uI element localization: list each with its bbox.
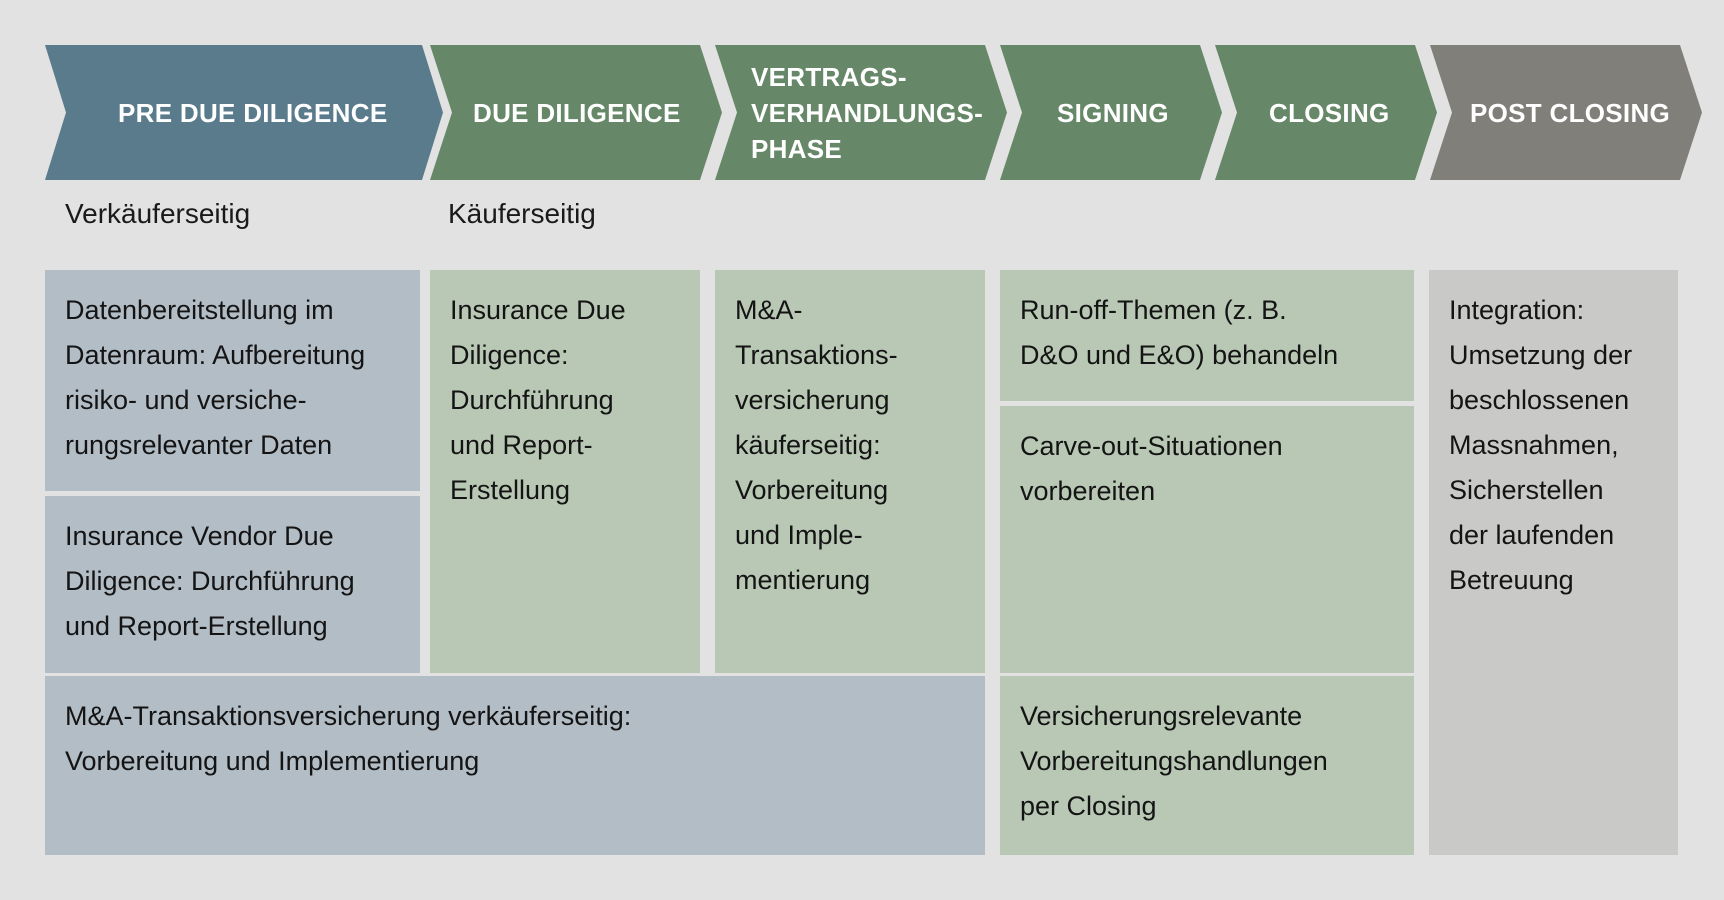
box-insurance-due-diligence: Insurance Due Diligence: Durchführung un… [430,270,700,673]
phase-label: SIGNING [1057,97,1169,128]
phase-pre-due-diligence: PRE DUE DILIGENCE [45,45,445,180]
phase-post-closing: POST CLOSING [1430,45,1702,180]
box-vendor-due-diligence: Insurance Vendor Due Diligence: Durchfüh… [45,496,420,673]
box-integration: Integration: Umsetzung der beschlossenen… [1429,270,1678,855]
buyer-side-label: Käuferseitig [448,198,596,229]
chevron-shape [430,45,722,180]
box-ma-insurance-buyer: M&A- Transaktions- versicherung käuferse… [715,270,985,673]
box-carve-out: Carve-out-Situationen vorbereiten [1000,406,1414,673]
phase-label: VERTRAGS- VERHANDLUNGS- PHASE [751,61,984,164]
chevron-shape [715,45,1007,180]
phase-label: PRE DUE DILIGENCE [118,97,388,128]
phase-due-diligence: DUE DILIGENCE [430,45,723,180]
chevron-shape [1000,45,1222,180]
box-closing-preparation: Versicherungsrelevante Vorbereitungshand… [1000,676,1414,855]
chevron-shape [45,45,443,180]
phase-signing: SIGNING [1000,45,1222,180]
box-ma-insurance-seller: M&A-Transaktionsversicherung verkäuferse… [45,676,985,855]
phase-label: CLOSING [1269,97,1390,128]
phase-vertragsverhandlung: VERTRAGS- VERHANDLUNGS- PHASE [715,45,1008,180]
box-data-provision: Datenbereitstellung im Datenraum: Aufber… [45,270,420,491]
phase-label: POST CLOSING [1470,97,1671,128]
phase-label: DUE DILIGENCE [473,97,681,128]
seller-side-label: Verkäuferseitig [65,198,251,229]
chevron-shape [1430,45,1702,180]
phase-closing: CLOSING [1215,45,1437,180]
chevron-shape [1215,45,1437,180]
box-run-off: Run-off-Themen (z. B. D&O und E&O) behan… [1000,270,1414,401]
